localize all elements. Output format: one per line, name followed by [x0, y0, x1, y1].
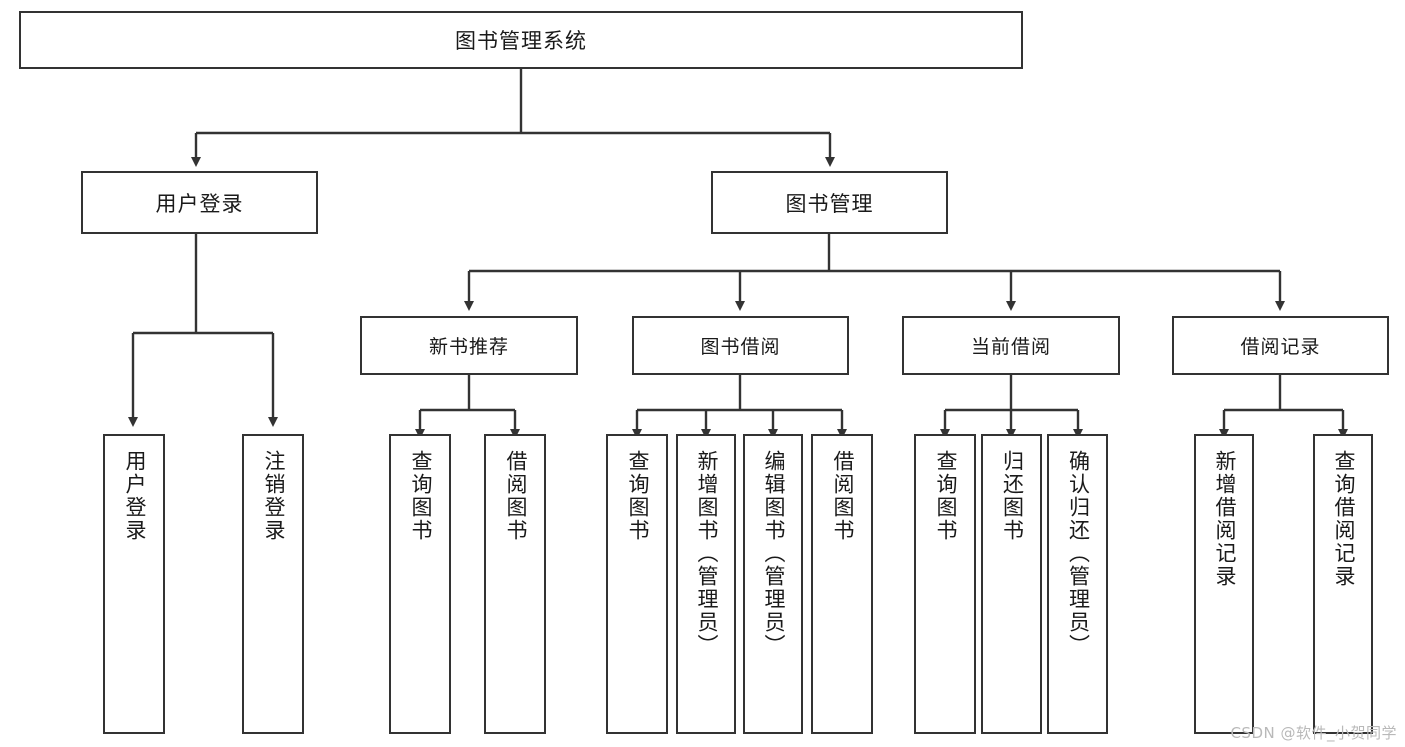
leaf-label: 新增借阅记录 — [1212, 450, 1237, 588]
leaf-user-login-logout[interactable]: 注销登录 — [242, 434, 304, 734]
node-book-borrow[interactable]: 图书借阅 — [632, 316, 849, 375]
leaf-user-login-login[interactable]: 用户登录 — [103, 434, 165, 734]
leaf-current-borrow-return-book[interactable]: 归还图书 — [981, 434, 1042, 734]
node-label: 当前借阅 — [970, 336, 1051, 358]
leaf-label: 用户登录 — [122, 450, 147, 542]
node-label: 借阅记录 — [1240, 336, 1321, 358]
leaf-borrow-record-query-record[interactable]: 查询借阅记录 — [1313, 434, 1373, 734]
leaf-book-borrow-edit-book-admin[interactable]: 编辑图书（管理员） — [743, 434, 803, 734]
leaf-book-borrow-borrow-book[interactable]: 借阅图书 — [811, 434, 873, 734]
node-current-borrow[interactable]: 当前借阅 — [902, 316, 1120, 375]
node-root-book-management-system[interactable]: 图书管理系统 — [19, 11, 1023, 69]
leaf-book-borrow-query-book[interactable]: 查询图书 — [606, 434, 668, 734]
leaf-current-borrow-query-book[interactable]: 查询图书 — [914, 434, 976, 734]
leaf-label: 借阅图书 — [830, 450, 855, 542]
leaf-label: 查询图书 — [933, 450, 958, 542]
leaf-label: 注销登录 — [261, 450, 286, 542]
leaf-book-borrow-add-book-admin[interactable]: 新增图书（管理员） — [676, 434, 736, 734]
leaf-label: 编辑图书（管理员） — [761, 450, 786, 657]
node-label: 图书管理系统 — [455, 29, 587, 53]
watermark-text: CSDN @软件_小贺同学 — [1230, 724, 1397, 742]
leaf-new-book-query-book[interactable]: 查询图书 — [389, 434, 451, 734]
node-label: 用户登录 — [155, 191, 244, 216]
leaf-label: 查询图书 — [625, 450, 650, 542]
node-new-book-recommend[interactable]: 新书推荐 — [360, 316, 578, 375]
leaf-label: 借阅图书 — [503, 450, 528, 542]
leaf-new-book-borrow-book[interactable]: 借阅图书 — [484, 434, 546, 734]
node-label: 新书推荐 — [428, 336, 509, 358]
leaf-label: 新增图书（管理员） — [694, 450, 719, 657]
leaf-current-borrow-confirm-return-admin[interactable]: 确认归还（管理员） — [1047, 434, 1108, 734]
node-book-management[interactable]: 图书管理 — [711, 171, 948, 234]
node-label: 图书借阅 — [700, 336, 781, 358]
leaf-label: 归还图书 — [1000, 450, 1025, 542]
leaf-label: 查询图书 — [408, 450, 433, 542]
node-borrow-record[interactable]: 借阅记录 — [1172, 316, 1389, 375]
node-label: 图书管理 — [785, 191, 874, 216]
node-user-login[interactable]: 用户登录 — [81, 171, 318, 234]
leaf-label: 确认归还（管理员） — [1066, 450, 1091, 657]
leaf-label: 查询借阅记录 — [1331, 450, 1356, 588]
leaf-borrow-record-add-record[interactable]: 新增借阅记录 — [1194, 434, 1254, 734]
